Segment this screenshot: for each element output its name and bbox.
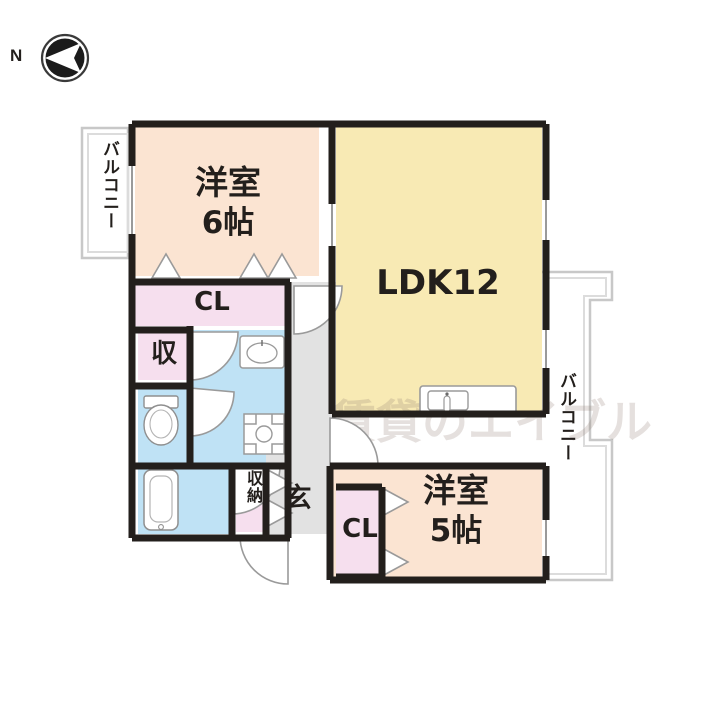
sliding-door-marks — [150, 252, 410, 577]
balcony-right-outline — [540, 270, 614, 582]
room-fill-closet-bottom — [336, 487, 382, 577]
balcony-left-outline — [80, 126, 130, 260]
room-fill-bedroom-6 — [135, 124, 319, 276]
storage-label-closet-top: CL — [194, 287, 230, 317]
room-fill-closet-top — [135, 282, 290, 326]
bathtub-fixture — [143, 469, 179, 531]
storage-label-closet-bottom: CL — [342, 514, 378, 544]
compass-rose-icon — [40, 33, 90, 83]
compass-north-label: N — [10, 46, 23, 65]
storage-label-small: 収 — [150, 339, 177, 369]
structural-walls — [128, 120, 550, 584]
room-label-ldk: LDK12 — [376, 263, 500, 303]
room-fill-ldk — [336, 124, 542, 414]
room-fill-storage-small — [138, 330, 190, 380]
balcony-label-right: バルコニー — [556, 372, 576, 462]
window-marks — [131, 166, 547, 556]
washer-space-fixture — [243, 413, 285, 455]
washbasin-fixture — [239, 335, 285, 369]
room-label-bedroom-5-name: 洋室 — [423, 471, 489, 510]
utility-label-entrance: 玄 — [284, 483, 312, 514]
toilet-fixture — [143, 395, 179, 446]
balcony-label-left: バルコニー — [99, 140, 119, 230]
compass-rose: N — [8, 30, 108, 86]
kitchen-sink-fixture — [419, 385, 517, 415]
room-label-bedroom-5-size: 5帖 — [429, 513, 483, 549]
room-label-bedroom-6-size: 6帖 — [201, 205, 255, 241]
storage-label-tall: 収納 — [244, 470, 263, 504]
room-label-bedroom-6-name: 洋室 — [195, 163, 261, 202]
